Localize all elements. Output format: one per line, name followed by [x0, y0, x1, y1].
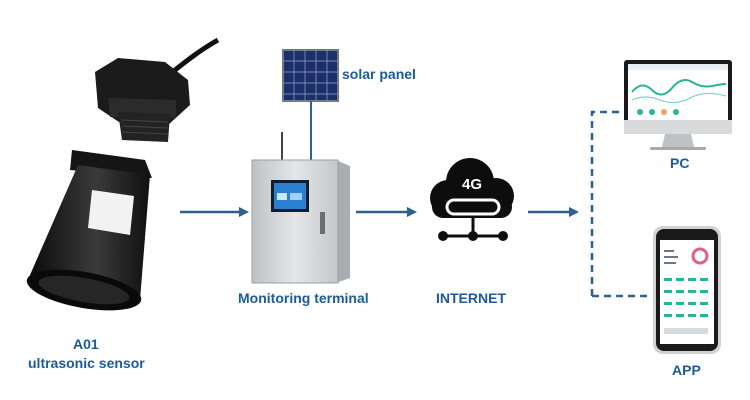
monitoring-terminal-label: Monitoring terminal: [238, 290, 369, 306]
sensor-name-label: ultrasonic sensor: [28, 355, 145, 371]
pc-monitor-icon: [624, 60, 732, 150]
monitoring-terminal-icon: [251, 132, 350, 284]
app-label: APP: [672, 362, 701, 378]
dashed-link-pc: [590, 110, 620, 296]
ultrasonic-sensor-icon: [26, 37, 220, 311]
solar-panel-label: solar panel: [342, 66, 416, 82]
solar-panel-icon: [282, 49, 339, 162]
pc-label: PC: [670, 155, 690, 171]
cloud-4g-text: 4G: [462, 176, 482, 193]
smartphone-app-icon: [653, 226, 721, 354]
sensor-model-label: A01: [73, 336, 99, 352]
4g-cloud-icon: [430, 158, 514, 241]
internet-label: INTERNET: [436, 290, 506, 306]
